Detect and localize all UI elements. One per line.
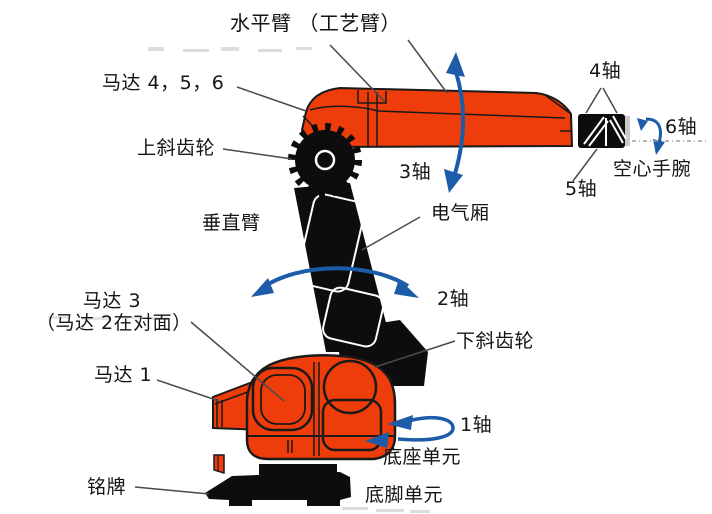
axis1-arrow bbox=[365, 415, 455, 448]
leader-lines bbox=[134, 39, 618, 495]
label-axis-1: 1轴 bbox=[460, 414, 493, 436]
label-upper-bevel-gear: 上斜齿轮 bbox=[137, 137, 216, 159]
label-base-unit: 底座单元 bbox=[383, 446, 462, 468]
label-axis-2: 2轴 bbox=[437, 288, 470, 310]
label-hollow-wrist: 空心手腕 bbox=[613, 158, 692, 180]
label-motor-1: 马达 1 bbox=[94, 364, 153, 386]
base-unit-shape bbox=[212, 354, 397, 475]
axis6-arrow bbox=[632, 117, 706, 155]
label-axis-4: 4轴 bbox=[589, 60, 622, 82]
label-horizontal-arm: 水平臂 （工艺臂） bbox=[230, 11, 401, 35]
upper-bevel-gear-shape bbox=[288, 123, 362, 197]
label-vertical-arm: 垂直臂 bbox=[202, 212, 261, 234]
label-axis-3: 3轴 bbox=[399, 161, 432, 183]
label-motor-3-line1: 马达 3 bbox=[82, 290, 142, 312]
axis3-arrow bbox=[444, 52, 466, 193]
label-lower-bevel-gear: 下斜齿轮 bbox=[456, 330, 535, 352]
axis2-arrow bbox=[251, 266, 419, 298]
label-foot-unit: 底脚单元 bbox=[365, 484, 444, 506]
label-motors-456: 马达 4，5，6 bbox=[102, 72, 225, 94]
label-motor-3: 马达 3 （马达 2在对面） bbox=[36, 290, 192, 334]
hollow-wrist-shape bbox=[578, 114, 630, 148]
label-axis-6: 6轴 bbox=[665, 116, 698, 138]
label-axis-5: 5轴 bbox=[565, 178, 598, 200]
horizontal-arm-shape bbox=[300, 86, 574, 149]
watermark-artifacts bbox=[48, 47, 430, 513]
label-electrical-box: 电气厢 bbox=[431, 202, 490, 224]
label-nameplate: 铭牌 bbox=[87, 476, 127, 498]
foot-unit-shape bbox=[205, 472, 351, 506]
label-motor-3-line2: （马达 2在对面） bbox=[36, 312, 192, 334]
